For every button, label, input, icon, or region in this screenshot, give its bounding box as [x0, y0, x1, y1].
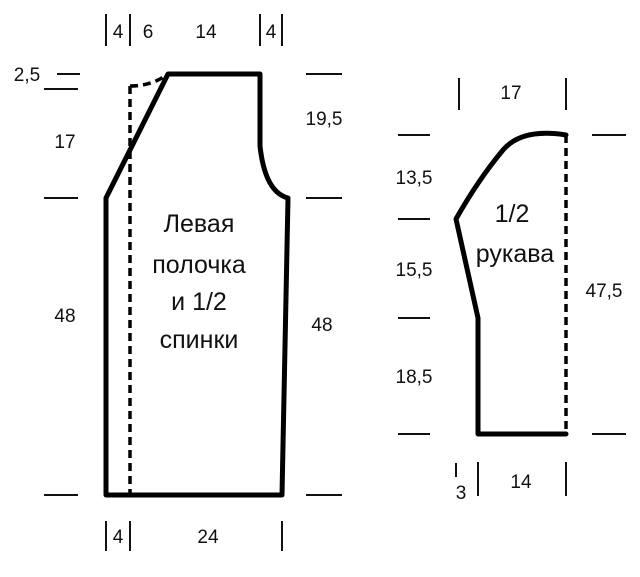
front-back-piece — [103, 71, 291, 498]
neckline-curve — [129, 72, 170, 88]
bottom-dim-1: 4 — [113, 527, 124, 548]
front-back-label-line-1: Левая — [164, 210, 235, 238]
sleeve-piece — [453, 130, 569, 437]
bottom-dim-2: 24 — [197, 527, 219, 548]
right-dim-1: 19,5 — [306, 109, 343, 130]
top-dim-1: 4 — [113, 22, 124, 43]
front-back-label: Левая полочка и 1/2 спинки — [152, 210, 246, 354]
sleeve-bottom-dim-2: 14 — [510, 472, 532, 493]
front-back-outline — [103, 71, 291, 498]
top-dim-2: 6 — [143, 22, 154, 43]
sleeve-top-dim: 17 — [500, 83, 521, 104]
sleeve-outline — [453, 130, 569, 437]
sleeve-left-dim-2: 15,5 — [396, 260, 433, 281]
front-back-bottom-dimensions: 4 24 — [105, 521, 283, 551]
left-dim-2: 17 — [54, 132, 75, 153]
front-back-right-dimensions: 19,5 48 — [306, 73, 343, 496]
sleeve-bottom-dimensions: 3 14 — [455, 462, 567, 504]
sleeve-left-dim-1: 13,5 — [396, 168, 433, 189]
top-dim-3: 14 — [195, 22, 217, 43]
left-dim-1: 2,5 — [14, 65, 40, 86]
front-back-left-dimensions: 2,5 17 48 — [14, 65, 80, 496]
sleeve-left-dimensions: 13,5 15,5 18,5 — [396, 134, 433, 435]
front-back-label-line-4: спинки — [160, 326, 239, 354]
front-back-label-line-3: и 1/2 — [171, 288, 227, 316]
right-dim-2: 48 — [311, 315, 332, 336]
sleeve-right-dimension: 47,5 — [586, 134, 626, 435]
top-dim-4: 4 — [266, 22, 277, 43]
sleeve-label-line-1: 1/2 — [495, 200, 530, 228]
sleeve-left-dim-3: 18,5 — [396, 367, 433, 388]
sleeve-label: 1/2 рукава — [476, 200, 555, 268]
sleeve-label-line-2: рукава — [476, 240, 555, 268]
front-back-label-line-2: полочка — [152, 251, 246, 279]
front-back-top-dimensions: 4 6 14 4 — [105, 14, 283, 46]
sleeve-right-dim: 47,5 — [586, 281, 623, 302]
sleeve-bottom-dim-1: 3 — [456, 483, 467, 504]
sleeve-top-dimension: 17 — [458, 78, 567, 110]
left-dim-3: 48 — [54, 306, 75, 327]
